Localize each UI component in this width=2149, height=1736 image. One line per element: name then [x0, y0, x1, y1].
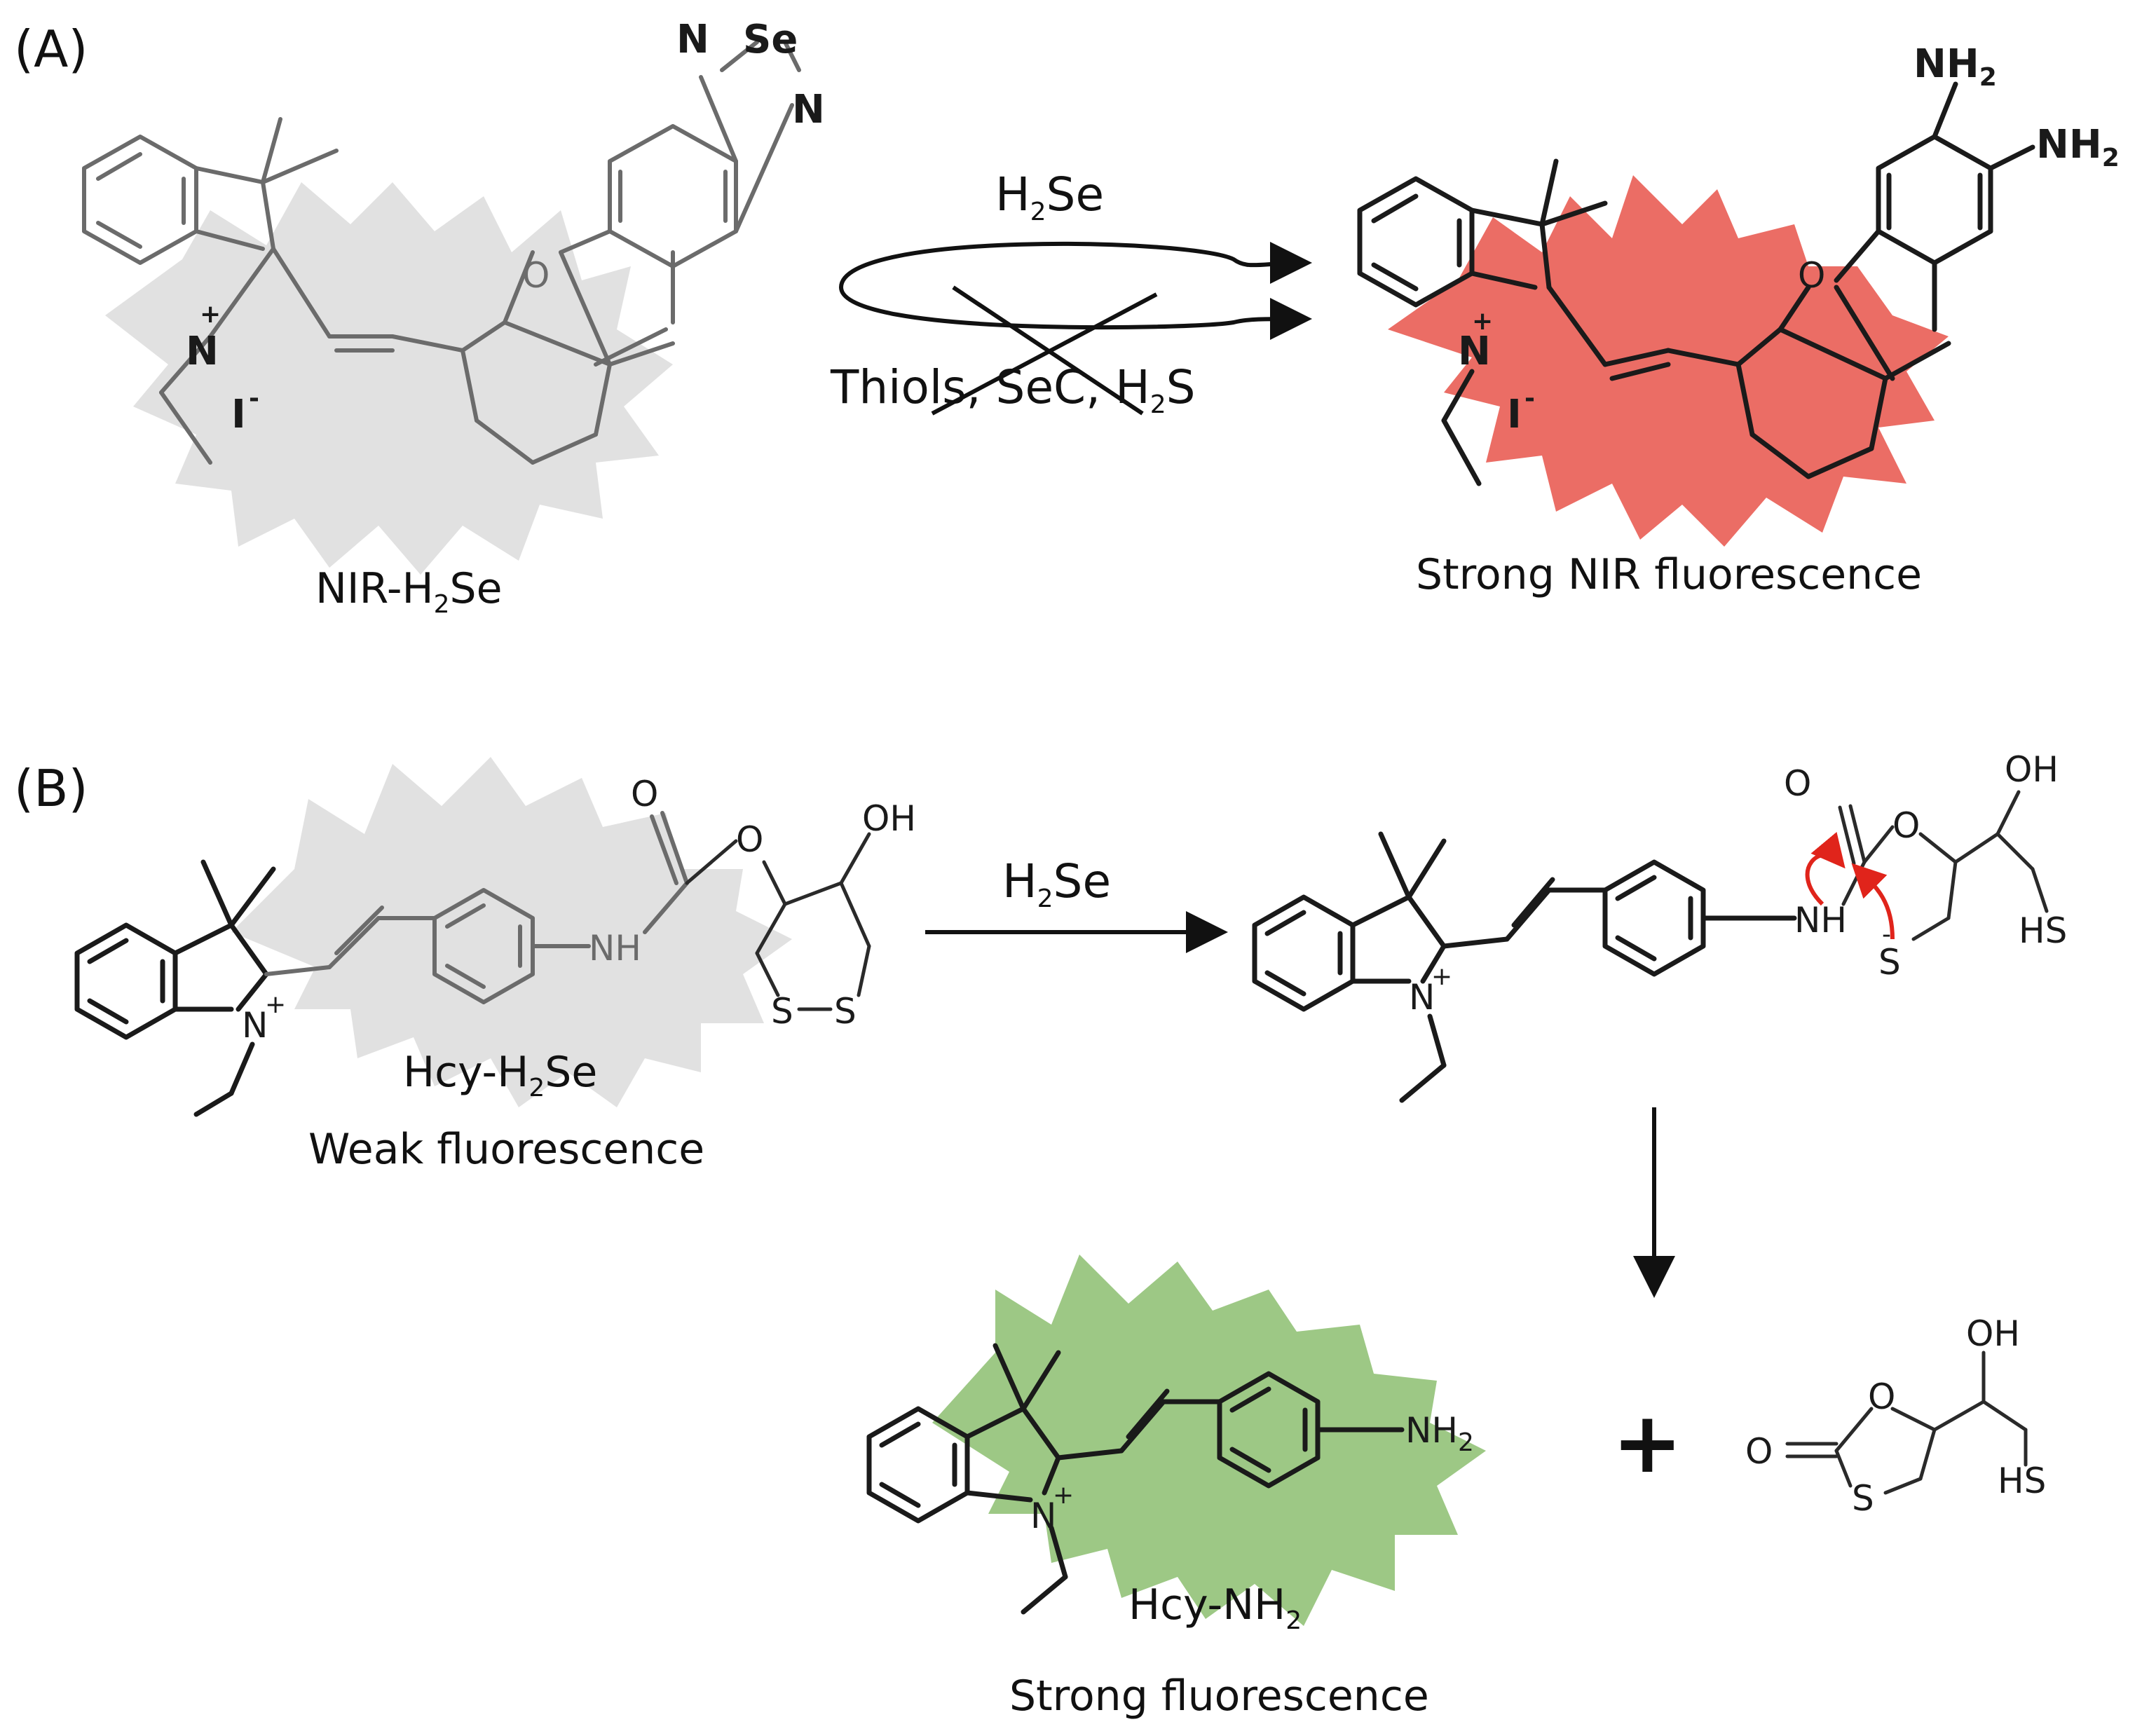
curly-arrow-2	[1851, 863, 1895, 940]
reactant-a-name: NIR-H2Se	[315, 564, 503, 619]
plus-sign: +	[1612, 1395, 1683, 1492]
nir-glow-burst	[1388, 175, 1949, 547]
reactant-b-n-plus: N	[242, 1005, 268, 1046]
product-b-plus: +	[1053, 1481, 1074, 1510]
intermediate-structure	[1252, 790, 2049, 1103]
byproduct-ring-o: O	[1868, 1376, 1895, 1417]
reactant-b-s2: S	[834, 991, 857, 1032]
reagent-h2se-b: H2Se	[1002, 854, 1111, 913]
intermediate-s-minus: S	[1878, 942, 1901, 983]
no-reaction-cross-2	[952, 285, 1144, 416]
intermediate-oh: OH	[2005, 749, 2059, 790]
reactant-a-plus: +	[200, 300, 221, 329]
reaction-arrow-a-bottom	[839, 287, 1312, 341]
intermediate-carbonyl-o: O	[1784, 763, 1811, 804]
product-a-iodide-charge: -	[1524, 384, 1535, 413]
reagent-h2se-a: H2Se	[995, 168, 1104, 226]
reactant-a-oxygen: O	[522, 255, 550, 296]
reactant-b-plus: +	[265, 990, 286, 1019]
intermediate-s-charge: -	[1882, 920, 1891, 949]
reactant-b-carbonyl-o: O	[631, 774, 658, 814]
reactant-a-ring-n1: N	[676, 17, 709, 62]
product-b-n-plus: N	[1030, 1496, 1056, 1536]
reactant-a-iodide-charge: -	[249, 384, 259, 413]
byproduct-carbonyl-o: O	[1745, 1431, 1773, 1472]
probe-glow-burst	[105, 182, 673, 575]
product-b-fluorescence: Strong fluorescence	[1009, 1672, 1429, 1721]
product-a-oxygen: O	[1798, 255, 1825, 296]
intermediate-nh: NH	[1794, 900, 1847, 941]
curly-arrow-1	[1805, 831, 1846, 906]
product-a-label: Strong NIR fluorescence	[1416, 550, 1922, 599]
reactant-b-name: Hcy-H2Se	[403, 1048, 597, 1102]
byproduct-structure	[1785, 1351, 2028, 1495]
product-b-nh2: NH2	[1405, 1410, 1474, 1457]
product-a-nh2-1: NH2	[1913, 41, 1997, 92]
reactant-a-ring-se: Se	[743, 17, 798, 62]
product-a-structure	[1357, 81, 2035, 486]
product-a-plus: +	[1472, 307, 1493, 336]
reactant-b-nh: NH	[589, 928, 641, 969]
green-glow-burst	[932, 1255, 1486, 1626]
product-a-nh2-2: NH2	[2036, 122, 2120, 172]
byproduct-oh: OH	[1966, 1313, 2020, 1354]
reactant-a-structure	[82, 40, 801, 465]
intermediate-plus: +	[1431, 962, 1452, 991]
reaction-arrow-a-top	[839, 241, 1312, 288]
panel-b-label: (B)	[14, 759, 88, 818]
intermediate-n-plus: N	[1409, 977, 1435, 1018]
probe-glow-burst-b	[231, 757, 792, 1107]
reagent-thiols-a: Thiols, SeC, H2S	[830, 360, 1196, 419]
reactant-b-structure	[74, 811, 871, 1117]
product-a-n-plus: N	[1458, 329, 1491, 374]
reactant-b-ester-o: O	[736, 819, 763, 860]
reactant-a-ring-n2: N	[792, 87, 825, 132]
product-a-iodide: I	[1507, 392, 1522, 437]
panel-a-label: (A)	[14, 20, 88, 78]
reactant-a-iodide: I	[231, 392, 246, 437]
reactant-a-n-plus: N	[186, 329, 219, 374]
no-reaction-cross-1	[931, 292, 1158, 416]
intermediate-ester-o: O	[1892, 805, 1920, 846]
product-b-structure	[866, 1343, 1405, 1615]
reactant-b-oh: OH	[862, 798, 916, 839]
byproduct-ring-s: S	[1852, 1478, 1874, 1519]
byproduct-sh: HS	[1998, 1461, 2046, 1501]
reactant-b-s1: S	[771, 991, 793, 1032]
product-b-name: Hcy-NH2	[1128, 1580, 1302, 1635]
reactant-b-fluorescence: Weak fluorescence	[308, 1125, 704, 1174]
intermediate-sh: HS	[2019, 910, 2067, 951]
